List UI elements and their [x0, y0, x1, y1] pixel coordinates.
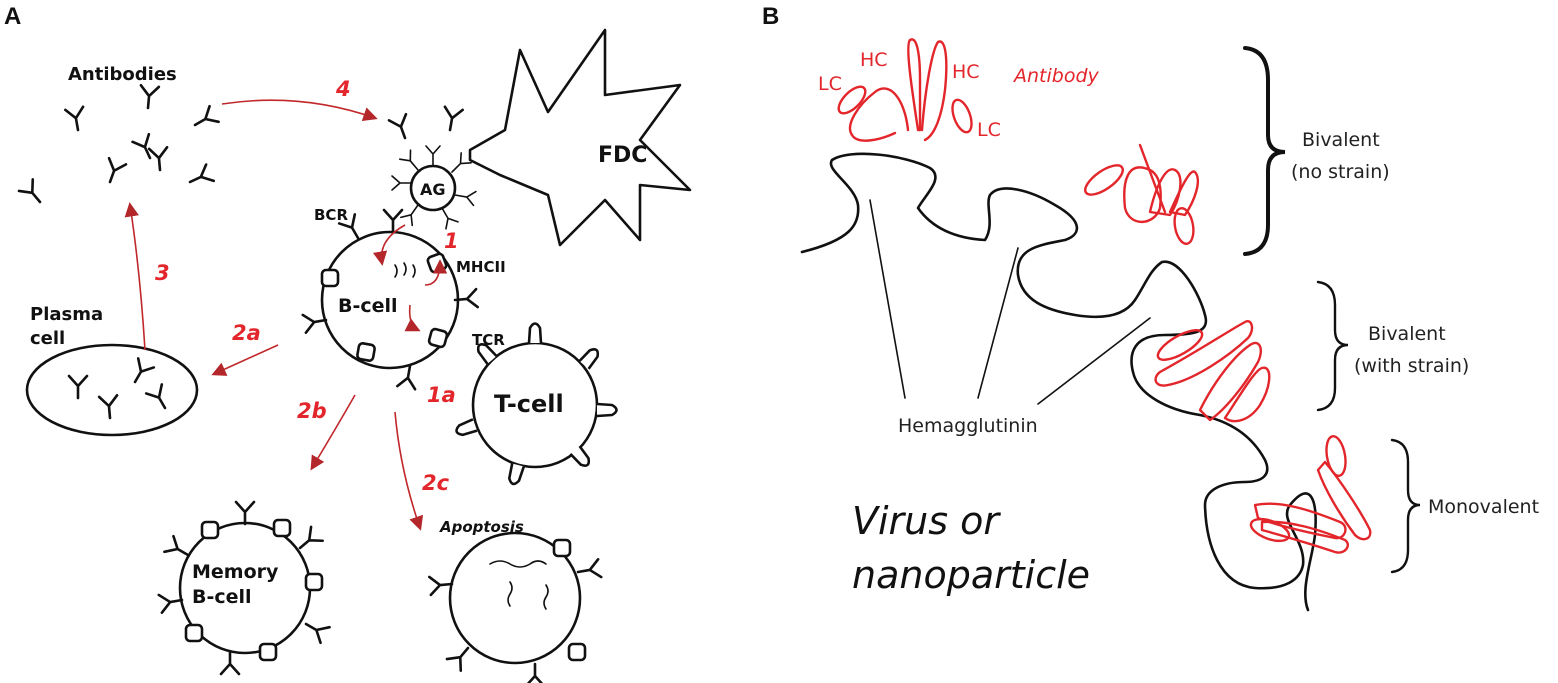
b-cell-label: B-cell: [338, 295, 398, 317]
plasma-cell: [25, 343, 199, 437]
fdc-cell: FDC: [468, 28, 692, 247]
mhcii-label: MHCII: [456, 258, 506, 276]
bivalent-strain-label-2: (with strain): [1354, 355, 1469, 377]
fdc-label: FDC: [598, 143, 647, 168]
step-1: 1: [444, 229, 459, 253]
panel-a: A Antibodies Plasma cell FDC: [4, 3, 692, 683]
panel-b-label: B: [762, 3, 779, 30]
plasma-cell-label-1: Plasma: [30, 304, 103, 325]
bivalent-no-strain-label-2: (no strain): [1291, 161, 1390, 183]
antibody-label: Antibody: [1012, 65, 1100, 87]
monovalent-label: Monovalent: [1428, 496, 1539, 518]
lc-left-label: LC: [818, 73, 842, 95]
t-cell: T-cell: [453, 322, 618, 487]
step-2a: 2a: [232, 321, 261, 345]
memory-b-cell: Memory B-cell: [157, 500, 331, 676]
panel-b: B Hemagglutinin HC HC LC LC Antibody: [762, 3, 1539, 612]
step-1a: 1a: [427, 383, 456, 407]
virus-label-2: nanoparticle: [852, 553, 1090, 597]
antibody-3: [1154, 320, 1271, 423]
ag-label: AG: [420, 180, 446, 199]
hemagglutinin-label: Hemagglutinin: [898, 415, 1038, 437]
memory-label-2: B-cell: [192, 586, 252, 608]
b-cell: B-cell: [301, 208, 480, 391]
antibody-4: [1249, 435, 1372, 554]
apoptotic-cell: [427, 531, 603, 683]
apoptosis-label: Apoptosis: [439, 518, 524, 536]
panel-a-label: A: [4, 3, 21, 30]
memory-label-1: Memory: [192, 561, 279, 583]
step-3: 3: [155, 261, 170, 285]
bivalent-strain-label-1: Bivalent: [1368, 323, 1446, 345]
brace-bivalent-no-strain: [1243, 46, 1286, 256]
virus-label-1: Virus or: [852, 499, 1001, 543]
lc-right-label: LC: [977, 119, 1001, 141]
plasma-cell-label-2: cell: [30, 328, 65, 349]
t-cell-label: T-cell: [494, 390, 564, 418]
step-2c: 2c: [422, 471, 450, 495]
antibody-2: [1084, 143, 1199, 245]
bivalent-no-strain-label-1: Bivalent: [1302, 129, 1380, 151]
antibody-cluster: [17, 83, 220, 210]
brace-bivalent-strain: [1316, 280, 1349, 412]
bcr-label: BCR: [314, 206, 348, 224]
process-arrows: [124, 99, 448, 531]
hc-left-label: HC: [860, 49, 888, 71]
antibodies-label: Antibodies: [68, 64, 177, 85]
step-2b: 2b: [297, 399, 327, 423]
brace-monovalent: [1390, 438, 1421, 574]
antibody-1: [837, 38, 973, 142]
hemagglutinin-pointers: [869, 199, 1151, 405]
antigen: AG: [391, 145, 477, 230]
virus-surface: [800, 152, 1317, 612]
step-4: 4: [335, 77, 351, 101]
hc-right-label: HC: [952, 61, 980, 83]
